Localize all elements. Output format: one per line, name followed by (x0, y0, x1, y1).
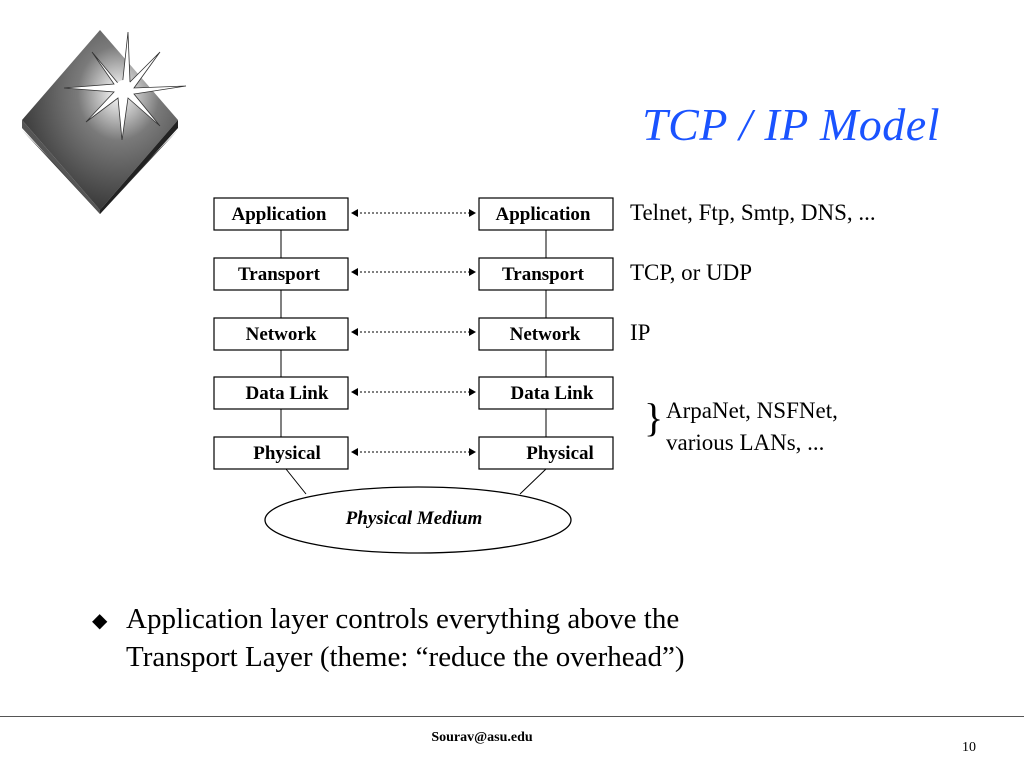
lower-layer-brace: } (644, 395, 664, 440)
right-layer-box (478, 317, 614, 351)
right-layer-box (478, 436, 614, 470)
physical-medium-ellipse (264, 486, 572, 554)
lower-layer-networks-line2: various LANs, ... (666, 430, 825, 455)
right-layer-box (478, 257, 614, 291)
left-layer-application: Application (231, 204, 327, 225)
diamond-bullet-icon: ◆ (92, 610, 108, 632)
left-layer-box (213, 436, 349, 470)
medium-link-right (519, 468, 547, 495)
left-layer-network: Network (245, 324, 317, 345)
left-layer-box (213, 257, 349, 291)
bullet-line-1: Application layer controls everything ab… (126, 603, 680, 635)
footer-divider (0, 716, 1024, 717)
left-layer-physical: Physical (253, 443, 321, 464)
page-number: 10 (962, 740, 976, 755)
left-layer-datalink: Data Link (245, 383, 329, 404)
footer-email: Sourav@asu.edu (431, 730, 533, 745)
right-layer-box (478, 197, 614, 231)
slide-title: TCP / IP Model (642, 99, 940, 150)
medium-link-left (285, 468, 307, 495)
left-layer-box (213, 197, 349, 231)
left-layer-box (213, 317, 349, 351)
left-layer-box (213, 376, 349, 410)
right-layer-network: Network (509, 324, 581, 345)
physical-medium-label: Physical Medium (345, 508, 483, 529)
left-layer-transport: Transport (238, 264, 320, 285)
application-protocols: Telnet, Ftp, Smtp, DNS, ... (630, 200, 876, 225)
right-layer-physical: Physical (526, 443, 594, 464)
right-layer-box (478, 376, 614, 410)
right-layer-transport: Transport (502, 264, 584, 285)
network-protocols: IP (630, 320, 651, 345)
transport-protocols: TCP, or UDP (630, 260, 753, 285)
diamond-star-logo (22, 30, 187, 214)
right-layer-application: Application (495, 204, 591, 225)
lower-layer-networks-line1: ArpaNet, NSFNet, (666, 398, 838, 423)
bullet-text: Application layer controls everything ab… (126, 600, 685, 676)
right-layer-datalink: Data Link (510, 383, 594, 404)
bullet-line-2: Transport Layer (theme: “reduce the over… (126, 641, 685, 673)
